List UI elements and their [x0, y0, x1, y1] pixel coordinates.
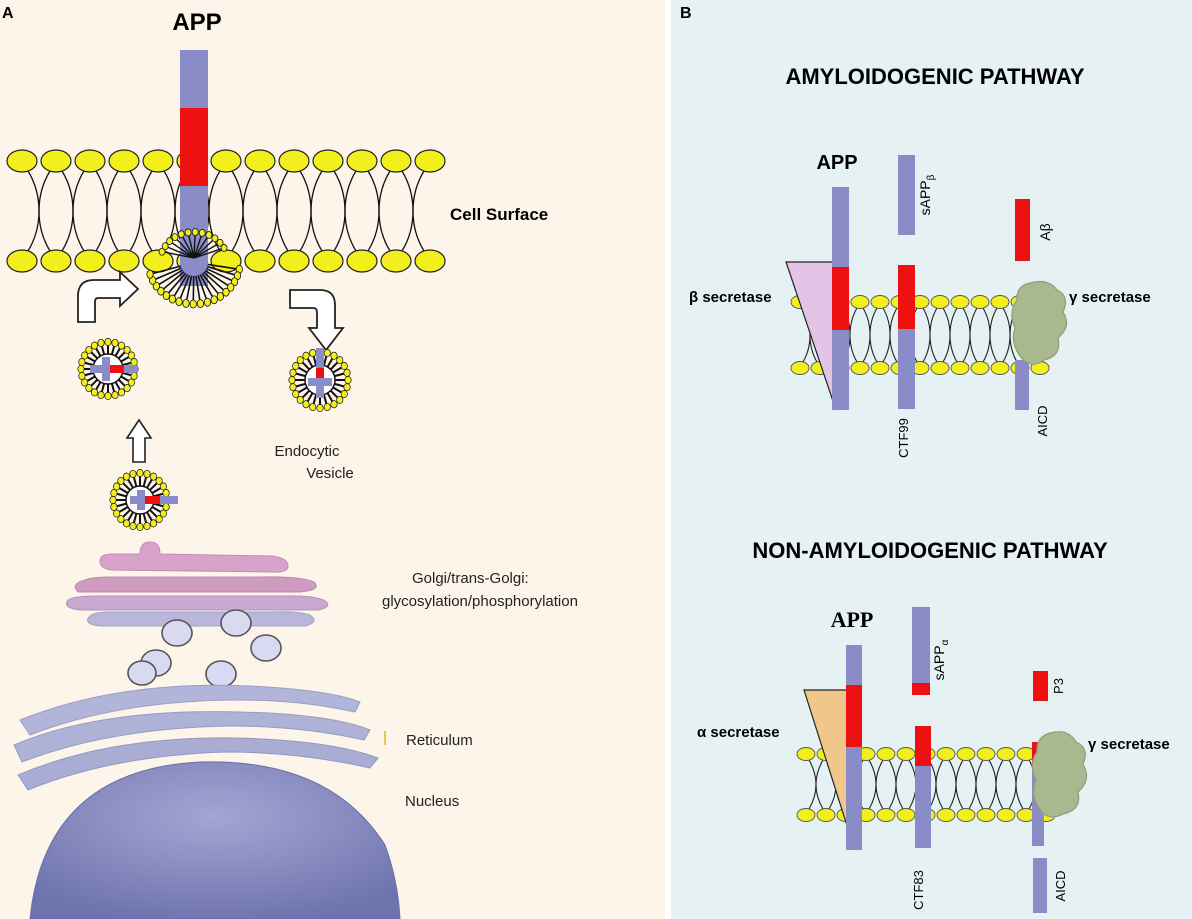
non-amyloidogenic-gamma-secretase-label: γ secretase	[1088, 736, 1170, 753]
amyloidogenic-title: AMYLOIDOGENIC PATHWAY	[785, 64, 1084, 89]
non-amyloidogenic-aicd-fragment	[1033, 858, 1047, 913]
golgi-label-line2: glycosylation/phosphorylation	[382, 593, 578, 610]
transport-vesicles	[127, 609, 282, 688]
golgi-label-line1: Golgi/trans-Golgi:	[412, 570, 529, 587]
ctf83-label: CTF83	[911, 870, 926, 910]
endocytosis-arrow	[289, 289, 345, 352]
alpha-secretase-label: α secretase	[697, 724, 780, 741]
p3-label: P3	[1051, 678, 1066, 694]
endocytic-vesicle	[288, 348, 352, 412]
non-amyloidogenic-title: NON-AMYLOIDOGENIC PATHWAY	[752, 538, 1108, 563]
amyloidogenic-gamma-secretase-label: γ secretase	[1069, 289, 1151, 306]
golgi-derived-vesicle	[109, 469, 178, 531]
p3-fragment	[1033, 671, 1048, 701]
beta-secretase-label: β secretase	[689, 289, 772, 306]
endoplasmic-reticulum	[13, 684, 379, 791]
reticulum-marker	[384, 731, 386, 745]
sappalpha-label: sAPPα	[931, 639, 951, 680]
clathrin-pit	[146, 228, 243, 309]
panel-a-app-label: APP	[172, 9, 221, 36]
recycling-vesicle	[77, 338, 139, 400]
sappbeta-fragment	[898, 155, 915, 235]
reticulum-label: Reticulum	[406, 732, 473, 749]
nucleus	[29, 761, 401, 919]
abeta-label: Aβ	[1037, 223, 1053, 240]
ctf99-label: CTF99	[896, 418, 911, 458]
non-amyloidogenic-app-protein	[846, 645, 862, 850]
endocytic-vesicle-label-line2: Vesicle	[306, 465, 354, 482]
panel-b-letter: B	[680, 5, 692, 22]
non-amyloidogenic-app-label: APP	[831, 607, 874, 632]
panel-a-letter: A	[2, 5, 14, 22]
amyloidogenic-aicd-fragment	[1015, 360, 1029, 410]
ctf83-fragment	[915, 726, 931, 848]
amyloidogenic-app-protein	[832, 187, 849, 410]
amyloidogenic-app-label: APP	[816, 152, 857, 174]
exocytosis-arrow	[77, 269, 140, 323]
non-amyloidogenic-gamma-secretase	[1031, 731, 1088, 818]
golgi-apparatus	[66, 541, 329, 627]
cell-surface-label: Cell Surface	[450, 205, 548, 224]
sappbeta-label: sAPPβ	[917, 174, 937, 215]
non-amyloidogenic-aicd-label: AICD	[1053, 870, 1068, 901]
panel-b-background	[671, 0, 1192, 919]
golgi-to-vesicle-arrow	[125, 418, 153, 463]
sappalpha-fragment	[912, 607, 930, 695]
nucleus-label: Nucleus	[405, 793, 459, 810]
ctf99-fragment	[898, 265, 915, 409]
endocytic-vesicle-label-line1: Endocytic	[274, 443, 340, 460]
amyloidogenic-gamma-secretase	[1011, 280, 1068, 365]
panel-divider	[665, 0, 671, 919]
amyloidogenic-aicd-label: AICD	[1035, 405, 1050, 436]
abeta-fragment	[1015, 199, 1030, 261]
